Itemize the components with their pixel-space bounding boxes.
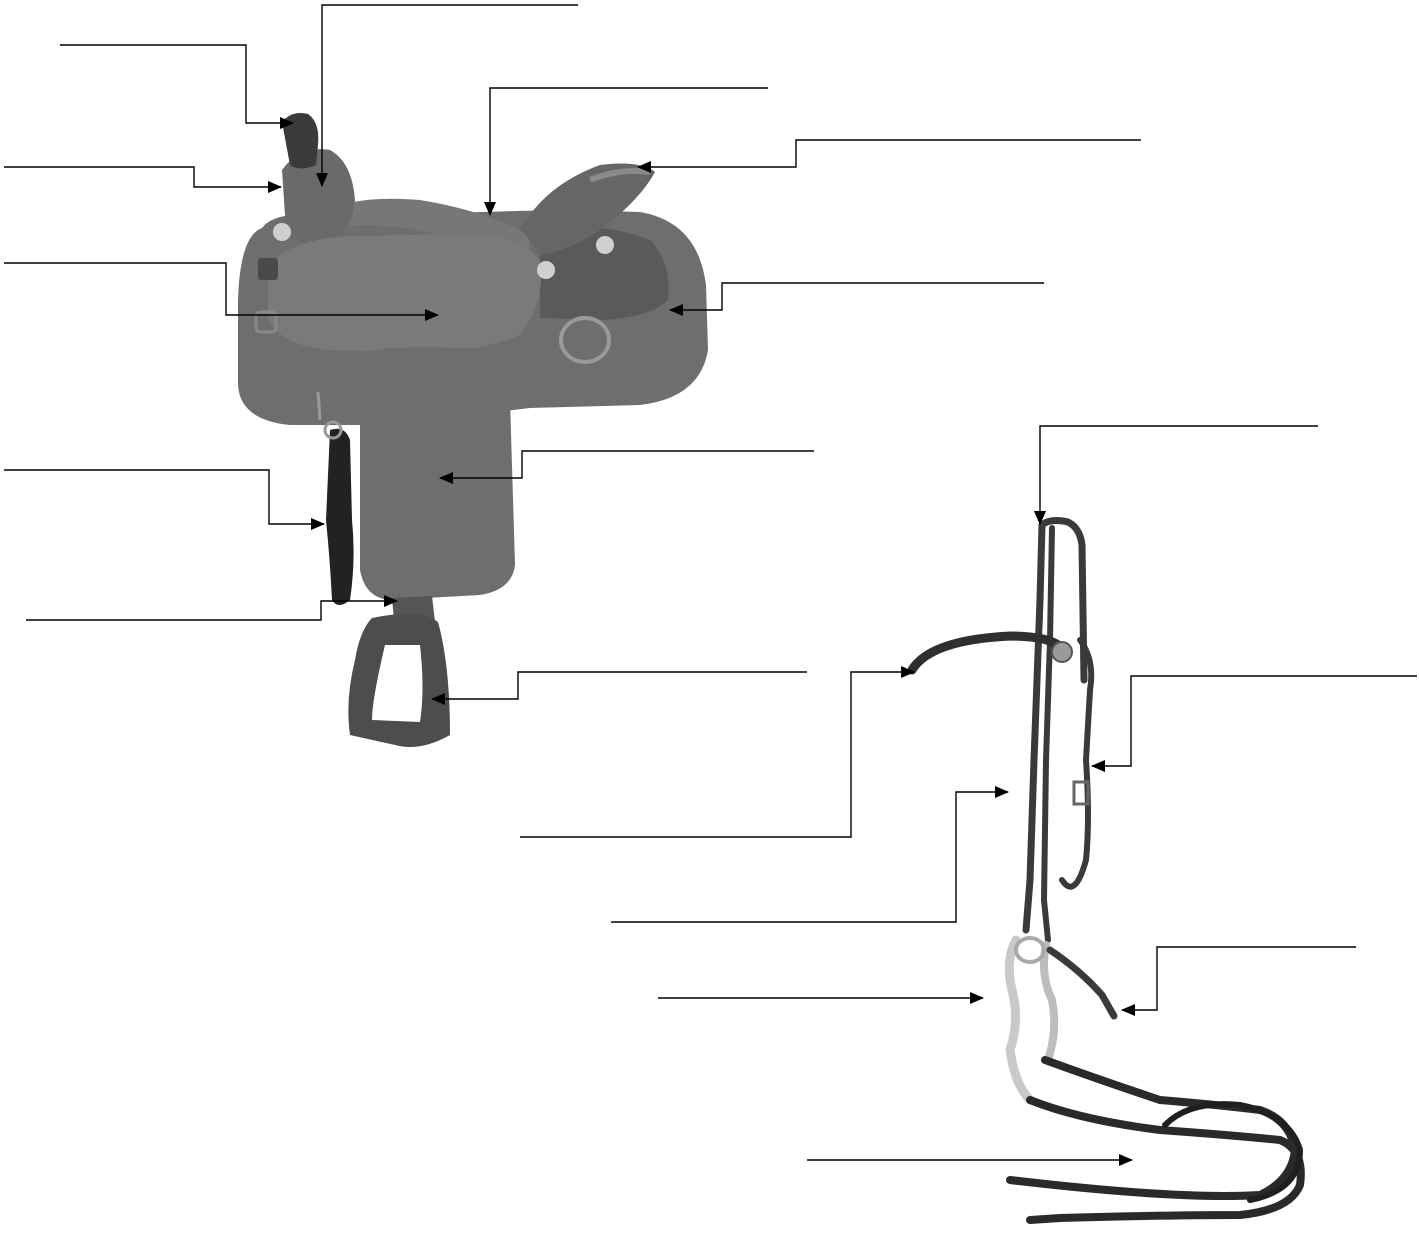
bridle-bit-shank	[1004, 935, 1035, 1105]
saddle-swell	[282, 149, 355, 248]
saddle-fender	[360, 347, 515, 600]
leader-arrow-6	[4, 262, 439, 321]
leader-arrow-16	[1121, 946, 1356, 1016]
concho-front	[273, 223, 291, 241]
bridle-cheek-inner	[1040, 525, 1055, 943]
leader-arrow-4	[484, 87, 768, 216]
saddle-horn	[282, 113, 319, 169]
leader-arrow-15	[611, 786, 1009, 923]
leader-arrow-14	[1091, 675, 1417, 772]
bit-ring	[1014, 936, 1046, 964]
leader-arrow-10	[26, 595, 398, 621]
concho-back	[596, 236, 614, 254]
leader-arrow-2	[316, 4, 578, 187]
bridle-reins-coil	[1162, 1101, 1304, 1203]
bridle-curb-strap	[1046, 946, 1118, 1020]
leader-arrow-13	[520, 666, 915, 838]
front-rigging-ring	[254, 310, 278, 334]
bridle-cheek-left	[1022, 521, 1046, 934]
bridle-illustration	[907, 517, 1305, 1224]
cinch-keeper	[316, 391, 322, 421]
bridle-bit-shank-far	[1040, 941, 1059, 1064]
saddle-back-housing	[540, 227, 669, 320]
saddle-cantle	[520, 163, 655, 255]
leader-arrow-9	[4, 469, 325, 530]
cinch-ring	[323, 420, 343, 440]
saddle-illustration	[238, 113, 708, 748]
bridle-browband	[907, 631, 1067, 675]
leader-arrow-11	[431, 671, 807, 705]
saddle-stirrup	[348, 613, 450, 748]
concho-middle	[537, 261, 555, 279]
browband-concho	[1051, 641, 1073, 663]
saddle-jockey	[268, 234, 542, 352]
leader-arrow-1	[60, 44, 294, 129]
bridle-crown	[1038, 517, 1088, 684]
front-rigging-buckle	[258, 258, 278, 280]
bridle-throatlatch	[1059, 637, 1095, 890]
leader-arrow-12	[1034, 425, 1318, 525]
latigo-strap	[326, 428, 354, 605]
rear-dee-ring	[559, 316, 611, 364]
leader-arrow-3	[4, 166, 282, 193]
leader-arrow-8	[439, 450, 814, 484]
leader-lines	[4, 4, 1417, 1166]
leader-arrow-7	[669, 282, 1044, 316]
leader-arrow-5	[637, 139, 1141, 173]
throatlatch-buckle	[1072, 780, 1090, 806]
